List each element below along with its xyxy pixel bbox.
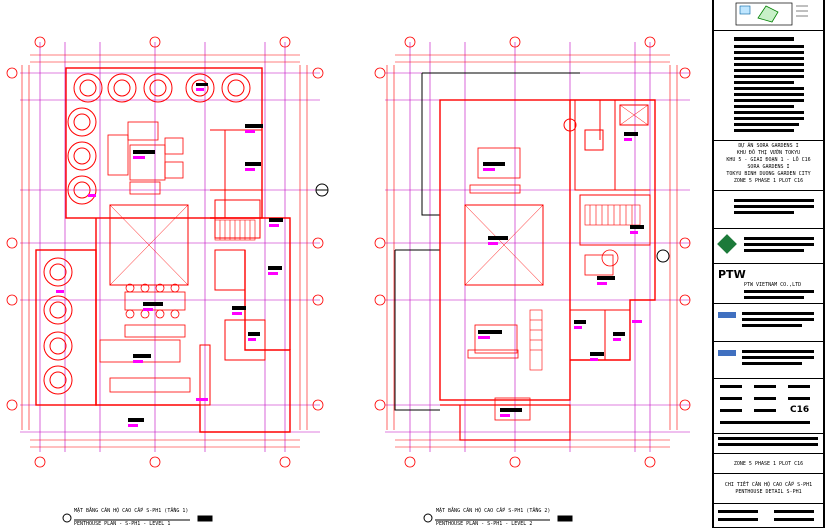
signature-grid: C16 bbox=[714, 378, 823, 433]
key-plan bbox=[728, 2, 810, 28]
zone-text-block: ZONE 5 PHASE 1 PLOT C16 bbox=[714, 453, 823, 473]
plan-level-2 bbox=[374, 36, 691, 468]
developer-block bbox=[714, 228, 823, 263]
room-labels-l2 bbox=[478, 132, 644, 417]
section-marker-l1 bbox=[315, 183, 329, 197]
project-info: DỰ ÁN SORA GARDENS I KHU ĐÔ THỊ VƯỜN TOK… bbox=[714, 140, 823, 190]
title-block: DỰ ÁN SORA GARDENS I KHU ĐÔ THỊ VƯỜN TOK… bbox=[712, 0, 825, 528]
sheet-number-block bbox=[714, 503, 823, 528]
grid-bubbles-l2 bbox=[374, 36, 691, 468]
sheet-title-vn: CHI TIẾT CĂN HỘ CAO CẤP S-PH1 bbox=[724, 482, 813, 488]
stair-l2 bbox=[529, 204, 641, 371]
dimension-lines-l2 bbox=[386, 54, 678, 448]
revision-table bbox=[714, 30, 823, 140]
consultant-name: PTW VIETNAM CO.,LTD bbox=[744, 282, 802, 288]
bedroom-furniture-l2 bbox=[467, 147, 619, 421]
dining-furniture-l1 bbox=[99, 283, 191, 393]
plan-level-1-caption-en: PENTHOUSE PLAN - S-PH1 - LEVEL 1 bbox=[74, 521, 171, 527]
section-marker-l2 bbox=[656, 249, 670, 263]
grid-axes-l2 bbox=[385, 42, 690, 452]
planters-top-l1 bbox=[43, 73, 251, 395]
plan-level-2-caption-en: PENTHOUSE PLAN - S-PH1 - LEVEL 2 bbox=[436, 521, 533, 527]
developer-logo bbox=[717, 234, 737, 254]
project-line-2: KHU ĐÔ THỊ VƯỜN TOKYU bbox=[736, 150, 801, 156]
dimension-lines-l1 bbox=[21, 54, 308, 448]
architect-block bbox=[714, 303, 823, 341]
project-line-6: ZONE 5 PHASE 1 PLOT C16 bbox=[733, 178, 804, 184]
plan-level-1 bbox=[6, 36, 329, 468]
room-labels-l1 bbox=[56, 83, 283, 427]
sheet-title-block: CHI TIẾT CĂN HỘ CAO CẤP S-PH1 PENTHOUSE … bbox=[714, 473, 823, 503]
zone-block bbox=[714, 433, 823, 453]
sheet-code: C16 bbox=[790, 405, 810, 415]
stair-l1 bbox=[214, 219, 256, 241]
project-line-1: DỰ ÁN SORA GARDENS I bbox=[738, 143, 799, 149]
caption-markers bbox=[62, 513, 573, 523]
consultant-logo: PTW bbox=[718, 268, 746, 281]
engineer-block bbox=[714, 341, 823, 378]
grid-axes-l1 bbox=[20, 42, 320, 452]
project-line-3: KHU 5 - GIAI ĐOẠN 1 - LÔ C16 bbox=[726, 157, 811, 163]
sheet-title-en: PENTHOUSE DETAIL S-PH1 bbox=[735, 489, 802, 495]
living-furniture-l1 bbox=[107, 121, 184, 195]
client-block bbox=[714, 190, 823, 228]
grid-bubbles-l1 bbox=[6, 36, 324, 468]
project-line-5: TOKYU BINH DUONG GARDEN CITY bbox=[726, 171, 811, 177]
plan-level-2-caption-vn: MẶT BẰNG CĂN HỘ CAO CẤP S-PH1 (TẦNG 2) bbox=[436, 508, 551, 514]
plan-level-1-caption-vn: MẶT BẰNG CĂN HỘ CAO CẤP S-PH1 (TẦNG 1) bbox=[74, 508, 189, 514]
consultant-block: PTW PTW VIETNAM CO.,LTD bbox=[714, 263, 823, 303]
zone-text: ZONE 5 PHASE 1 PLOT C16 bbox=[733, 461, 804, 467]
project-line-4: SORA GARDENS I bbox=[747, 164, 790, 170]
